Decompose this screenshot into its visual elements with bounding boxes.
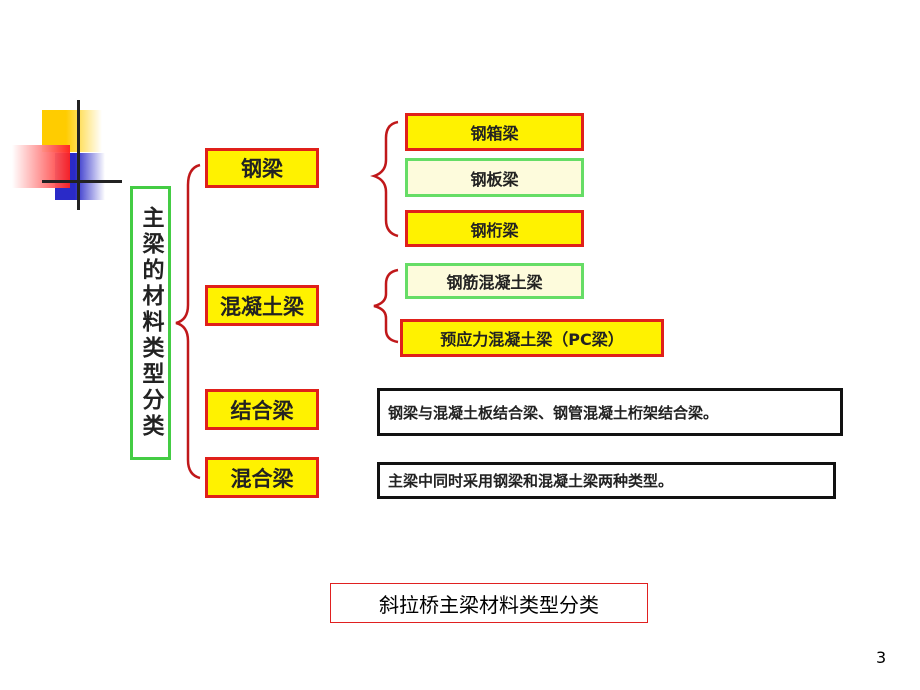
- steel-brace: [370, 120, 399, 238]
- sub-steel-plate: 钢板梁: [405, 158, 584, 197]
- concrete-brace: [373, 268, 399, 344]
- category-hybrid: 混合梁: [205, 457, 319, 498]
- category-steel: 钢梁: [205, 148, 319, 188]
- page-number: 3: [876, 648, 887, 667]
- sub-steel-box: 钢箱梁: [405, 113, 584, 151]
- sub-prestressed-concrete: 预应力混凝土梁（PC梁）: [400, 319, 664, 357]
- caption: 斜拉桥主梁材料类型分类: [330, 583, 648, 623]
- decoration-logo: [0, 95, 125, 210]
- category-concrete: 混凝土梁: [205, 285, 319, 326]
- hybrid-description: 主梁中同时采用钢梁和混凝土梁两种类型。: [377, 462, 836, 499]
- composite-description: 钢梁与混凝土板结合梁、钢管混凝土桁架结合梁。: [377, 388, 843, 436]
- category-composite: 结合梁: [205, 389, 319, 430]
- sub-reinforced-concrete: 钢筋混凝土梁: [405, 263, 584, 299]
- root-brace: [175, 163, 201, 480]
- root-box: 主梁的材料类型分类: [130, 186, 171, 460]
- sub-steel-truss: 钢桁梁: [405, 210, 584, 247]
